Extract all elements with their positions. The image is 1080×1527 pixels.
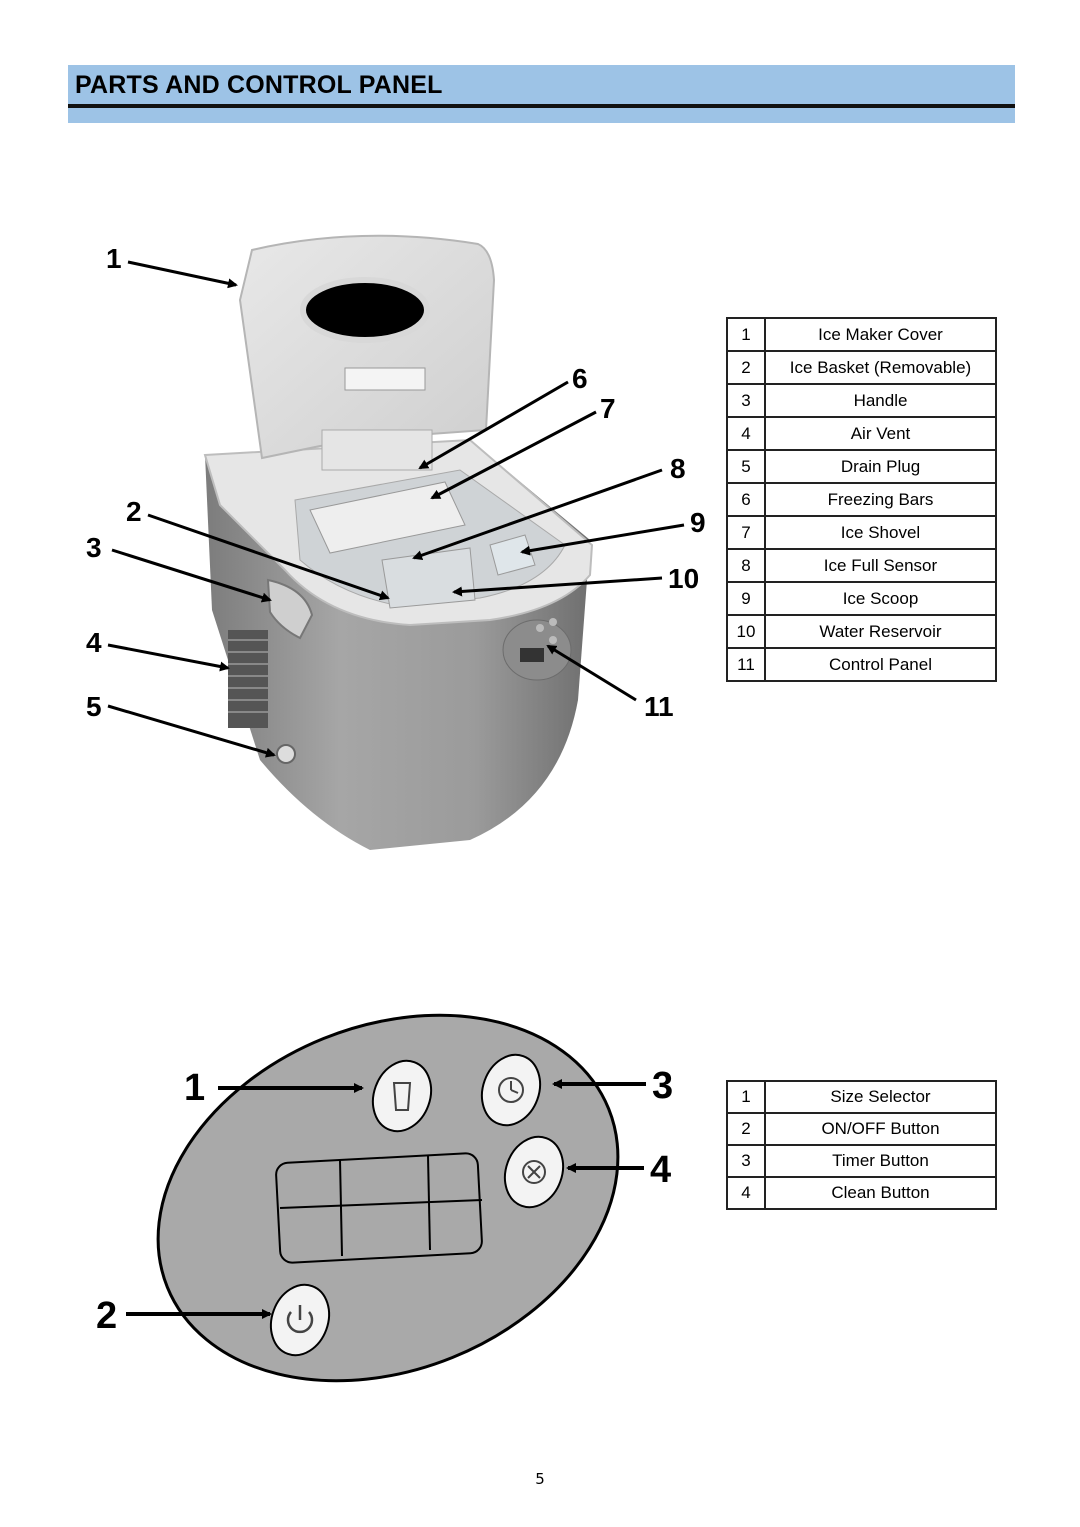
- part-number: 7: [726, 515, 766, 550]
- part-name: Air Vent: [764, 416, 997, 451]
- part-number: 3: [726, 1144, 766, 1178]
- part-number: 8: [726, 548, 766, 583]
- page-number: 5: [535, 1470, 545, 1488]
- callout-1: 1: [106, 243, 122, 274]
- part-name: Freezing Bars: [764, 482, 997, 517]
- handle: [266, 578, 314, 640]
- part-name: Size Selector: [764, 1080, 997, 1114]
- part-number: 4: [726, 416, 766, 451]
- part-number: 5: [726, 449, 766, 484]
- panel-display: [275, 1152, 483, 1264]
- part-name: Ice Scoop: [764, 581, 997, 616]
- callout-10: 10: [668, 563, 699, 594]
- part-name: Ice Maker Cover: [764, 317, 997, 352]
- part-name: Drain Plug: [764, 449, 997, 484]
- part-name: Ice Full Sensor: [764, 548, 997, 583]
- panel-callout-1: 1: [184, 1067, 205, 1109]
- callout-5: 5: [86, 691, 102, 722]
- part-number: 2: [726, 1112, 766, 1146]
- part-number: 9: [726, 581, 766, 616]
- body-control-panel: [502, 618, 572, 681]
- part-number: 3: [726, 383, 766, 418]
- panel-callout-3: 3: [652, 1065, 673, 1107]
- part-name: Handle: [764, 383, 997, 418]
- panel-diagram: 1 2 3 4: [96, 1013, 673, 1383]
- part-name: Water Reservoir: [764, 614, 997, 649]
- part-number: 2: [726, 350, 766, 385]
- part-name: ON/OFF Button: [764, 1112, 997, 1146]
- header-rule: [68, 104, 1015, 108]
- callout-9: 9: [690, 507, 706, 538]
- ice-maker-body: [203, 438, 594, 850]
- callout-arrows: [107, 260, 685, 758]
- callout-3: 3: [86, 532, 102, 563]
- part-name: Ice Shovel: [764, 515, 997, 550]
- power-icon: [286, 1305, 314, 1334]
- section-title: PARTS AND CONTROL PANEL: [75, 71, 443, 99]
- callout-8: 8: [670, 453, 686, 484]
- part-number: 4: [726, 1176, 766, 1210]
- part-number: 11: [726, 647, 766, 682]
- part-number: 10: [726, 614, 766, 649]
- part-number: 1: [726, 317, 766, 352]
- panel-callout-4: 4: [650, 1149, 671, 1191]
- cup-icon: [392, 1082, 412, 1111]
- section-header: PARTS AND CONTROL PANEL: [68, 65, 1015, 123]
- on-off-button: [269, 1283, 331, 1357]
- callout-6: 6: [572, 363, 588, 394]
- part-name: Control Panel: [764, 647, 997, 682]
- ice-maker-cover: [238, 234, 496, 471]
- clean-button: [503, 1135, 565, 1209]
- part-number: 1: [726, 1080, 766, 1114]
- callout-4: 4: [86, 627, 102, 658]
- panel-callout-2: 2: [96, 1295, 117, 1337]
- callout-11: 11: [644, 691, 674, 722]
- clean-icon: [522, 1160, 546, 1184]
- size-selector-button: [371, 1059, 433, 1133]
- timer-button: [480, 1053, 542, 1127]
- part-name: Timer Button: [764, 1144, 997, 1178]
- callout-7: 7: [600, 393, 616, 424]
- callout-2: 2: [126, 496, 142, 527]
- clock-icon: [498, 1077, 524, 1103]
- part-name: Ice Basket (Removable): [764, 350, 997, 385]
- part-number: 6: [726, 482, 766, 517]
- air-vent: [228, 630, 268, 728]
- part-name: Clean Button: [764, 1176, 997, 1210]
- drain-plug: [276, 744, 296, 764]
